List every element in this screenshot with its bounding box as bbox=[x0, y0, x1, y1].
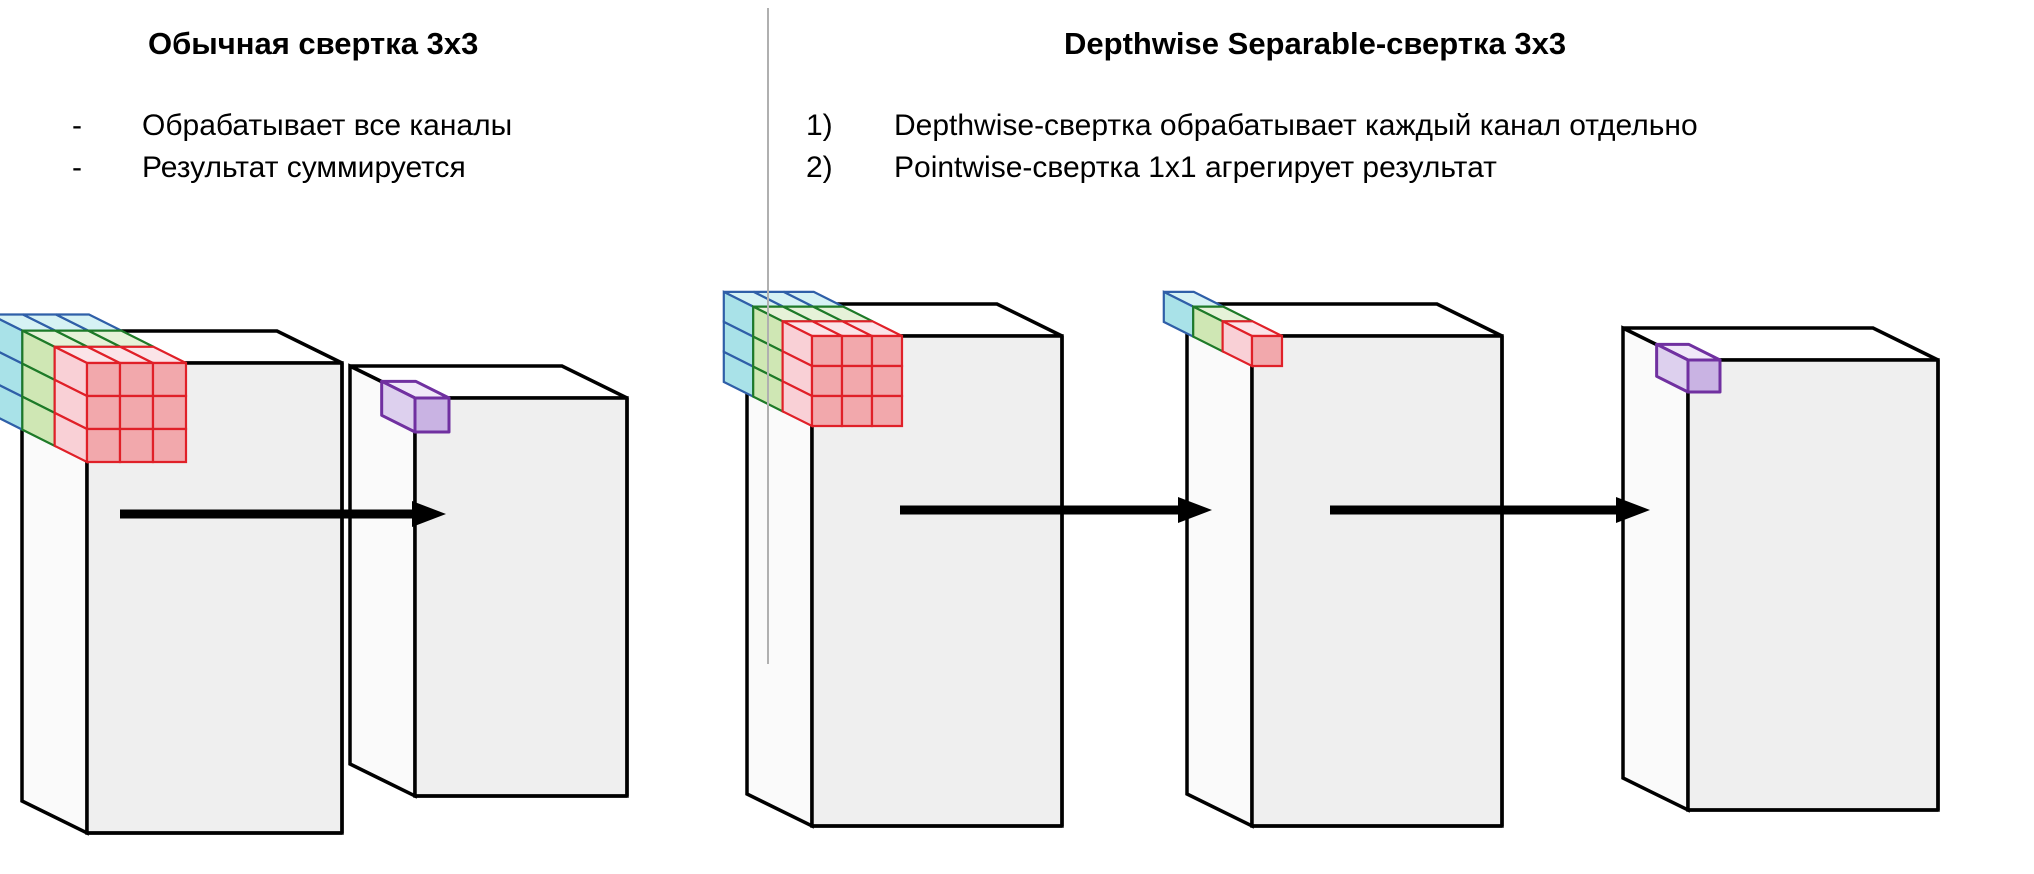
bullet-text: Обрабатывает все каналы bbox=[142, 109, 513, 142]
pointwise-kernel-1x1x3 bbox=[1162, 290, 1284, 368]
output-map-standard bbox=[348, 363, 629, 799]
left-panel-bullet-list: - Обрабатывает все каналы - Результат су… bbox=[72, 105, 512, 189]
output-cell-front bbox=[413, 396, 451, 434]
kernel-cell-front-red bbox=[1250, 334, 1284, 368]
arrow-head bbox=[1178, 497, 1212, 523]
kernel-cell-front-red bbox=[151, 394, 188, 431]
slab-side-face bbox=[1621, 325, 1690, 813]
kernel-cell-front-red bbox=[118, 394, 155, 431]
output-cell-pointwise bbox=[1655, 342, 1722, 394]
kernel-cell-front-red bbox=[840, 334, 874, 368]
list-item: - Результат суммируется bbox=[72, 147, 512, 189]
bullet-marker: - bbox=[72, 151, 82, 184]
standard-kernel-3x3x3 bbox=[0, 313, 188, 464]
kernel-cell-front-red bbox=[810, 394, 844, 428]
bullet-text: Результат суммируется bbox=[142, 151, 466, 184]
list-item: 1) Depthwise-свертка обрабатывает каждый… bbox=[806, 105, 1698, 147]
kernel-cell-front-red bbox=[85, 361, 122, 398]
right-panel-bullet-list: 1) Depthwise-свертка обрабатывает каждый… bbox=[806, 105, 1698, 189]
kernel-cell-front-red bbox=[85, 394, 122, 431]
arrow-pointwise bbox=[1330, 497, 1650, 523]
list-item: - Обрабатывает все каналы bbox=[72, 105, 512, 147]
kernel-cell-front-red bbox=[840, 364, 874, 398]
kernel-cell-front-red bbox=[118, 427, 155, 464]
slab-front-face bbox=[1686, 358, 1940, 812]
arrow-head bbox=[1616, 497, 1650, 523]
bullet-text: Depthwise-свертка обрабатывает каждый ка… bbox=[894, 109, 1698, 142]
right-panel-title: Depthwise Separable-свертка 3x3 bbox=[1064, 26, 1567, 61]
kernel-cell-front-red bbox=[810, 334, 844, 368]
kernel-cell-front-red bbox=[118, 361, 155, 398]
slab-front-face bbox=[1250, 334, 1504, 828]
output-cell-front bbox=[1686, 358, 1722, 394]
kernel-cell-front-red bbox=[870, 394, 904, 428]
bullet-marker: 1) bbox=[806, 109, 833, 142]
arrow-standard-conv bbox=[120, 501, 446, 527]
intermediate-volume bbox=[1185, 301, 1504, 829]
arrow-depthwise bbox=[900, 497, 1212, 523]
list-item: 2) Pointwise-свертка 1x1 агрегирует резу… bbox=[806, 147, 1698, 189]
kernel-cell-front-red bbox=[85, 427, 122, 464]
output-map-pointwise bbox=[1621, 325, 1940, 813]
kernel-cell-front-red bbox=[870, 334, 904, 368]
kernel-cell-front-red bbox=[840, 394, 874, 428]
left-panel-title: Обычная свертка 3x3 bbox=[148, 26, 479, 61]
output-cell-standard bbox=[380, 379, 451, 434]
bullet-marker: - bbox=[72, 109, 82, 142]
slab-front-face bbox=[413, 396, 629, 798]
kernel-cell-front-red bbox=[151, 427, 188, 464]
depthwise-kernel-3x3x3 bbox=[722, 290, 904, 428]
kernel-cell-front-red bbox=[870, 364, 904, 398]
bullet-marker: 2) bbox=[806, 151, 833, 184]
slab-side-face bbox=[348, 363, 417, 799]
slab-side-face bbox=[1185, 301, 1254, 829]
arrow-head bbox=[412, 501, 446, 527]
bullet-text: Pointwise-свертка 1x1 агрегирует результ… bbox=[894, 151, 1497, 184]
kernel-cell-front-red bbox=[810, 364, 844, 398]
kernel-cell-front-red bbox=[151, 361, 188, 398]
